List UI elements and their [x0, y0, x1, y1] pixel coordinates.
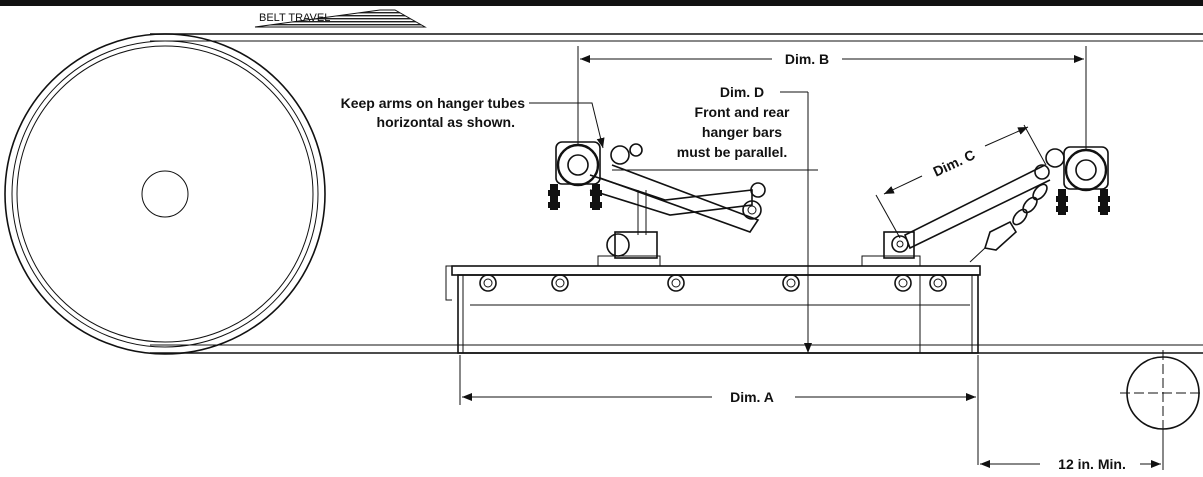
conveyor-belt	[150, 33, 1203, 354]
note-arms-line-1: Keep arms on hanger tubes	[341, 95, 526, 111]
housing-bolts	[479, 274, 947, 292]
front-hanger-assembly	[548, 141, 766, 267]
magnet-housing	[445, 265, 981, 354]
note-parallel-line-2: hanger bars	[702, 124, 782, 140]
min-clearance-label: 12 in. Min.	[1058, 456, 1126, 472]
top-border	[0, 0, 1203, 6]
belt-travel-indicator: BELT TRAVEL	[254, 9, 427, 28]
dim-c-label: Dim. C	[931, 146, 978, 179]
dim-a: Dim. A	[459, 355, 979, 465]
rear-hanger-assembly	[861, 146, 1110, 267]
bolt	[479, 274, 497, 292]
bolt	[782, 274, 800, 292]
turnbuckle-chain	[969, 183, 1048, 263]
dim-a-label: Dim. A	[730, 389, 774, 405]
dim-d: Dim. D	[612, 84, 818, 353]
bolt	[667, 274, 685, 292]
dim-c: Dim. C	[875, 124, 1047, 239]
tail-pulley-symbol	[1120, 350, 1203, 440]
note-parallel-line-1: Front and rear	[695, 104, 790, 120]
note-arms-line-2: horizontal as shown.	[377, 114, 515, 130]
note-parallel-line-3: must be parallel.	[677, 144, 787, 160]
bolt	[894, 274, 912, 292]
dim-d-label: Dim. D	[720, 84, 764, 100]
dim-b: Dim. B	[577, 46, 1087, 150]
bolt	[929, 274, 947, 292]
head-pulley	[4, 33, 326, 355]
min-clearance-dim: 12 in. Min.	[980, 430, 1164, 472]
note-parallel: Front and rear hanger bars must be paral…	[677, 104, 790, 160]
dim-b-label: Dim. B	[785, 51, 829, 67]
bolt	[551, 274, 569, 292]
note-arms-horizontal: Keep arms on hanger tubes horizontal as …	[341, 95, 605, 149]
